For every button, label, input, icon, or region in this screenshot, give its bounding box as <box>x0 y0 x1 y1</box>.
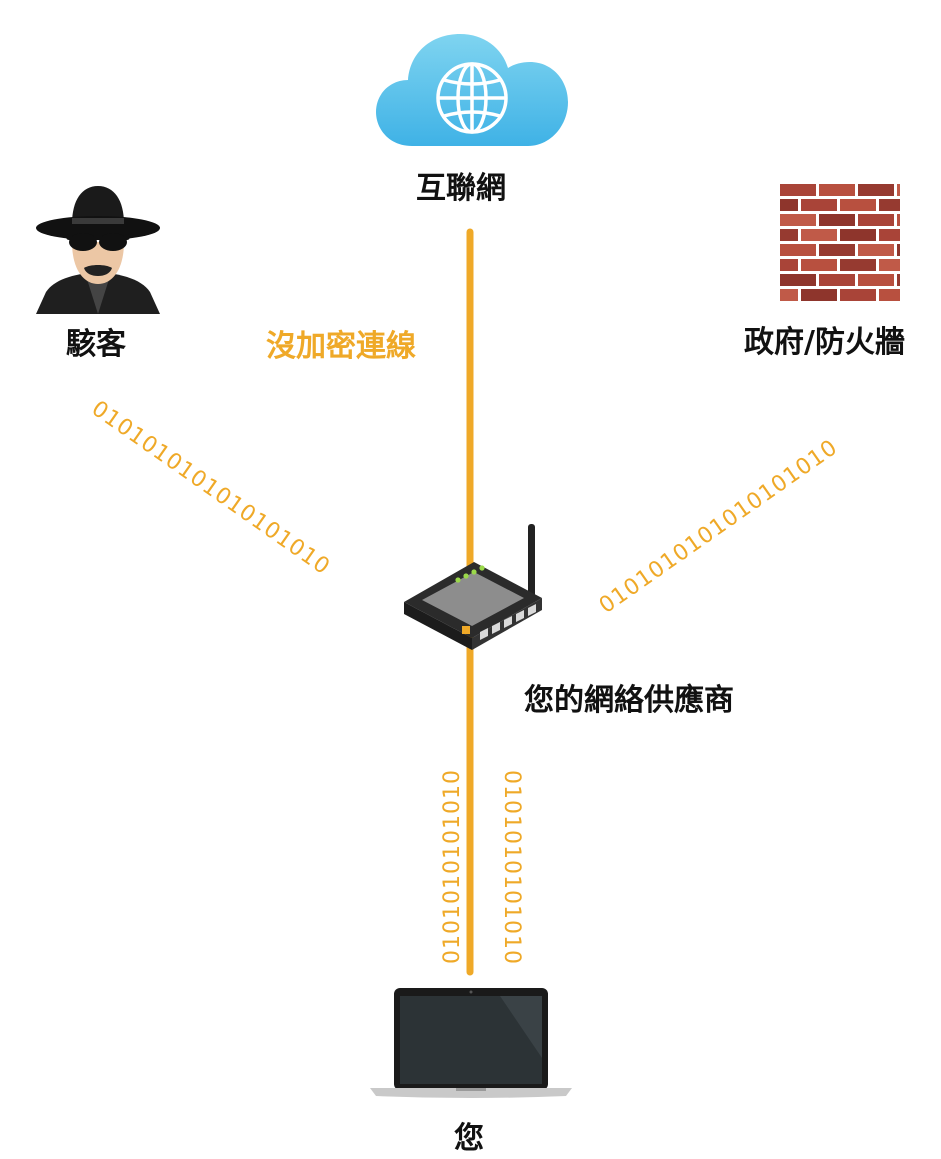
brick <box>879 289 900 301</box>
hacker-icon <box>36 186 160 314</box>
brick-wall-icon <box>780 184 900 304</box>
brick <box>780 229 798 241</box>
brick <box>858 184 894 196</box>
brick <box>780 184 816 196</box>
brick <box>780 214 816 226</box>
brick <box>801 229 837 241</box>
brick <box>780 289 798 301</box>
brick <box>840 199 876 211</box>
brick <box>858 244 894 256</box>
laptop-icon <box>370 988 572 1098</box>
brick <box>819 214 855 226</box>
brick <box>879 199 900 211</box>
brick <box>801 259 837 271</box>
router-icon <box>404 524 542 650</box>
brick <box>897 274 900 286</box>
you-label: 您 <box>454 1121 484 1156</box>
brick <box>801 199 837 211</box>
brick <box>897 184 900 196</box>
cloud-globe-icon <box>376 34 568 146</box>
hacker-label: 駭客 <box>66 327 126 362</box>
firewall-label: 政府/防火牆 <box>744 325 905 360</box>
brick <box>801 289 837 301</box>
brick <box>840 259 876 271</box>
internet-label: 互聯網 <box>416 171 506 206</box>
isp-label: 您的網絡供應商 <box>524 683 734 718</box>
unencrypted-connection-label: 沒加密連線 <box>266 329 416 364</box>
brick <box>879 259 900 271</box>
brick <box>840 289 876 301</box>
brick <box>819 244 855 256</box>
brick <box>819 274 855 286</box>
brick <box>858 274 894 286</box>
brick <box>879 229 900 241</box>
brick <box>819 184 855 196</box>
brick <box>780 199 798 211</box>
brick <box>780 274 816 286</box>
user-binary-stream-right: 0101010101010 <box>499 770 524 965</box>
brick <box>780 244 816 256</box>
brick <box>897 214 900 226</box>
brick <box>780 259 798 271</box>
brick <box>897 244 900 256</box>
user-binary-stream-left: 0101010101010 <box>440 769 465 964</box>
brick <box>858 214 894 226</box>
brick <box>840 229 876 241</box>
